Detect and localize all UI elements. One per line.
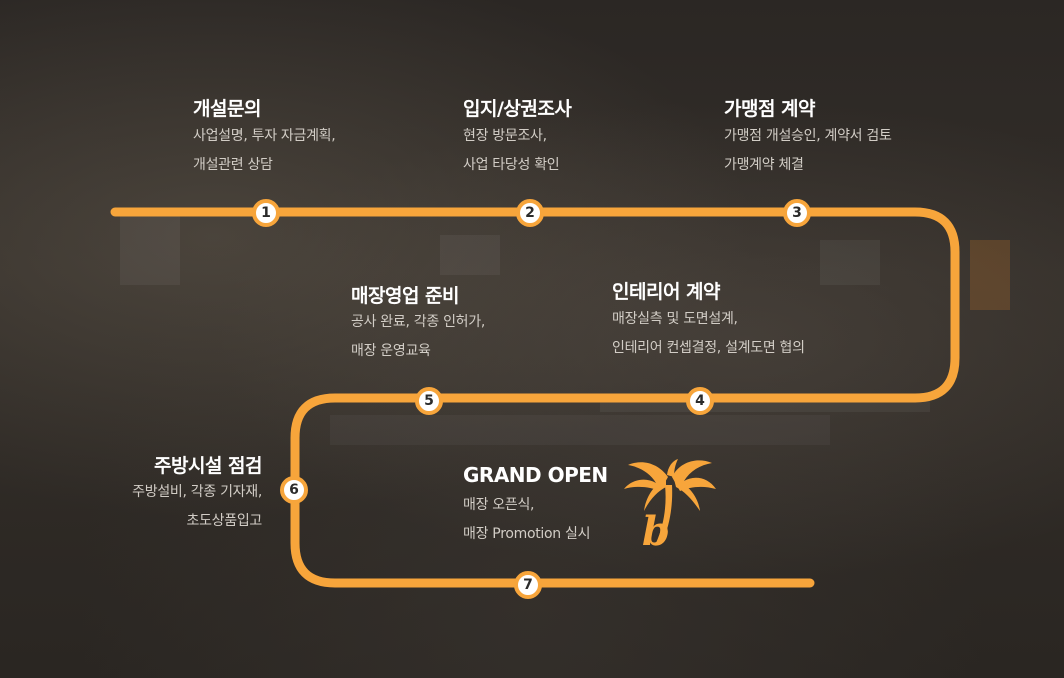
step-6-node: 6 <box>280 476 308 504</box>
bg-light <box>440 235 500 275</box>
step-6-title: 주방시설 점검 <box>154 455 263 477</box>
step-4-desc-line-1: 매장실측 및 도면설계, <box>612 311 738 327</box>
process-line <box>110 207 960 588</box>
step-6-desc: 주방설비, 각종 기자재, 초도상품입고 <box>132 478 262 536</box>
bg-counter <box>330 415 830 445</box>
step-7-title: GRAND OPEN <box>463 463 608 487</box>
step-7-node: 7 <box>514 571 542 599</box>
step-3-desc-line-1: 가맹점 개설승인, 계약서 검토 <box>724 128 892 144</box>
bg-light <box>820 240 880 285</box>
step-4-title: 인테리어 계약 <box>612 281 721 303</box>
step-1-desc: 사업설명, 투자 자금계획, 개설관련 상담 <box>193 122 336 180</box>
step-6-desc-line-1: 주방설비, 각종 기자재, <box>132 484 262 500</box>
step-4-desc-line-2: 인테리어 컨셉결정, 설계도면 협의 <box>612 340 805 356</box>
step-5-desc: 공사 완료, 각종 인허가, 매장 운영교육 <box>351 308 485 366</box>
step-7-desc-line-2: 매장 Promotion 실시 <box>463 526 591 542</box>
step-1-desc-line-1: 사업설명, 투자 자금계획, <box>193 128 336 144</box>
step-5-desc-line-2: 매장 운영교육 <box>351 343 431 359</box>
step-7-desc: 매장 오픈식, 매장 Promotion 실시 <box>463 491 590 549</box>
step-2-desc: 현장 방문조사, 사업 타당성 확인 <box>463 122 560 180</box>
bg-light <box>120 215 180 285</box>
svg-text:b: b <box>642 508 670 550</box>
step-2-desc-line-2: 사업 타당성 확인 <box>463 157 560 173</box>
palm-tree-b-logo-icon: b <box>624 459 716 550</box>
step-3-title: 가맹점 계약 <box>724 98 816 120</box>
step-1-node: 1 <box>252 199 280 227</box>
step-6-desc-line-2: 초도상품입고 <box>186 513 263 529</box>
step-1-desc-line-2: 개설관련 상담 <box>193 157 273 173</box>
step-5-node: 5 <box>415 387 443 415</box>
step-3-desc-line-2: 가맹계약 체결 <box>724 157 804 173</box>
step-4-node: 4 <box>686 387 714 415</box>
bg-light <box>970 240 1010 310</box>
step-3-desc: 가맹점 개설승인, 계약서 검토 가맹계약 체결 <box>724 122 892 180</box>
step-3-node: 3 <box>783 199 811 227</box>
step-7-desc-line-1: 매장 오픈식, <box>463 497 535 513</box>
step-4-desc: 매장실측 및 도면설계, 인테리어 컨셉결정, 설계도면 협의 <box>612 305 805 363</box>
step-2-node: 2 <box>516 199 544 227</box>
step-2-title: 입지/상권조사 <box>463 98 572 120</box>
step-1-title: 개설문의 <box>193 98 261 120</box>
step-2-desc-line-1: 현장 방문조사, <box>463 128 547 144</box>
step-5-title: 매장영업 준비 <box>351 285 460 307</box>
step-5-desc-line-1: 공사 완료, 각종 인허가, <box>351 314 485 330</box>
bg-counter <box>600 400 930 412</box>
